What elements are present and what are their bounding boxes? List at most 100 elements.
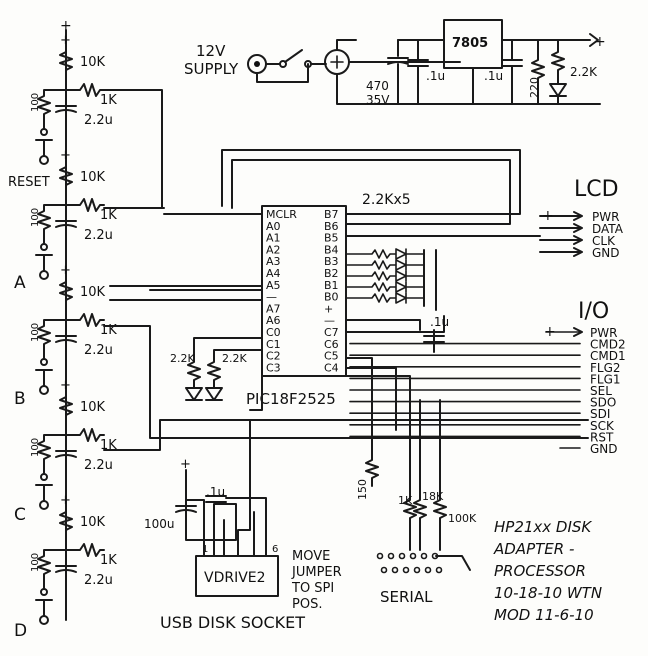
port-b-led [345, 259, 425, 271]
serial-label: SERIAL [380, 588, 433, 606]
lcd-pwr-plus: + [542, 208, 554, 224]
chip-left-wires [109, 213, 263, 301]
io-cap-label: .1u [430, 315, 449, 329]
cap-22u [55, 450, 77, 458]
svg-text:TO SPI: TO SPI [291, 581, 334, 596]
supply-label-2: SUPPLY [184, 60, 239, 78]
resistor-10k [59, 51, 73, 71]
res-100-label: 100 [30, 323, 41, 342]
svg-text:POS.: POS. [292, 597, 322, 612]
button-switch [35, 369, 53, 387]
res-1k-label: 1K [100, 553, 117, 568]
resistor-100 [37, 319, 67, 359]
pullup-label: 2.2Kx5 [362, 192, 411, 208]
button-label: B [14, 389, 26, 409]
button-switch [35, 484, 53, 502]
resistor-1k [65, 198, 105, 212]
serial-pin [380, 566, 388, 574]
cap-470 [387, 39, 409, 105]
lcd-signal-label: GND [592, 246, 620, 260]
resistor-1k [65, 428, 105, 442]
io-cap-wires [345, 315, 445, 353]
button-terminal [39, 270, 49, 280]
supply-label-1: 12V [196, 42, 226, 60]
io-signal-label: SEL [590, 384, 612, 398]
button-terminal [39, 385, 49, 395]
chip-pin-left: C0 [266, 326, 281, 339]
button-contact [40, 128, 48, 136]
cap-22u [55, 565, 77, 573]
res-10k-label: 10K [80, 515, 106, 530]
svg-text:MOVE: MOVE [292, 549, 330, 564]
lcd-signal-label: PWR [592, 210, 619, 224]
serial-header [376, 552, 443, 574]
io-pwr-plus: + [544, 324, 556, 340]
cap-01u-1 [407, 39, 429, 105]
serial-pin [420, 552, 428, 560]
io-pwr-arrow [573, 327, 583, 337]
vdrive-pin1: 1 [202, 544, 208, 555]
chip-pin-right: — [324, 314, 335, 327]
serial-pin [424, 566, 432, 574]
port-b-led [345, 270, 425, 282]
cap-22u-label: 2.2u [84, 113, 113, 128]
vdrive-label: VDRIVE2 [204, 570, 266, 586]
button-label: RESET [8, 175, 50, 190]
regulator-label: 7805 [452, 36, 488, 51]
cap-01u-1-label: .1u [426, 69, 445, 83]
rail-plus-sign: + [60, 148, 71, 163]
port-b-bus [423, 249, 437, 311]
chip-pin-right: B4 [324, 243, 339, 256]
usb-plus: + [180, 457, 191, 472]
resistor-10k [59, 166, 73, 186]
io-signal-label: RST [590, 430, 614, 444]
res-220-label: 220 [528, 77, 541, 98]
chip-pin-right: B0 [324, 291, 339, 304]
resistor-10k [59, 396, 73, 416]
button-terminal [39, 500, 49, 510]
svg-text:JUMPER: JUMPER [291, 565, 342, 580]
serial-pin [398, 552, 406, 560]
vout-plus: + [594, 34, 606, 50]
io-title: I/O [578, 299, 609, 324]
res-100-label: 100 [30, 438, 41, 457]
cap-22u [55, 220, 77, 228]
rail-plus: + [60, 18, 72, 34]
cap-22u [55, 105, 77, 113]
lcd-signal-arrow [539, 211, 583, 221]
rail-plus-sign: + [60, 493, 71, 508]
io-signal-label: FLG1 [590, 372, 621, 386]
res-10k-label: 10K [80, 55, 106, 70]
button-switch [35, 599, 53, 617]
serial-section: 150 1K 18K 100K SERIAL [345, 357, 477, 606]
left-column: + 10K1K2.2u100RESET+10K1K2.2u100A+10K1K2… [8, 18, 589, 641]
chip-pin-right: C6 [324, 338, 339, 351]
cap-470-voltage: 35V [366, 93, 390, 107]
port-b-led [345, 292, 425, 304]
serial-pin [435, 566, 443, 574]
io-signal-label: CMD2 [590, 338, 626, 352]
serial-r1: 1K [398, 494, 413, 507]
res-150-label: 150 [356, 479, 369, 500]
io-signal-label: FLG2 [590, 361, 621, 375]
chip-pin-right: B1 [324, 279, 339, 292]
chip-pin-right: B6 [324, 220, 339, 233]
vdrive-wires [185, 375, 267, 557]
usb-section: VDRIVE2 1 6 100u .1u + USB DISK SOCKET M… [144, 375, 342, 632]
supply-jack-pin [254, 61, 260, 67]
chip-pin-left: A5 [266, 279, 281, 292]
lcd-signal-label: CLK [592, 234, 616, 248]
usb-socket-label: USB DISK SOCKET [160, 613, 305, 632]
serial-pin [402, 566, 410, 574]
chip-pin-right: B5 [324, 232, 339, 245]
rail-plus-sign: + [60, 33, 71, 48]
res-10k-label: 10K [80, 170, 106, 185]
svg-text:PROCESSOR: PROCESSOR [494, 562, 586, 580]
chip-pin-left: A1 [266, 232, 281, 245]
chip-pin-left: A7 [266, 302, 281, 315]
res-1k-label: 1K [100, 208, 117, 223]
chip-pin-left: MCLR [266, 208, 297, 221]
